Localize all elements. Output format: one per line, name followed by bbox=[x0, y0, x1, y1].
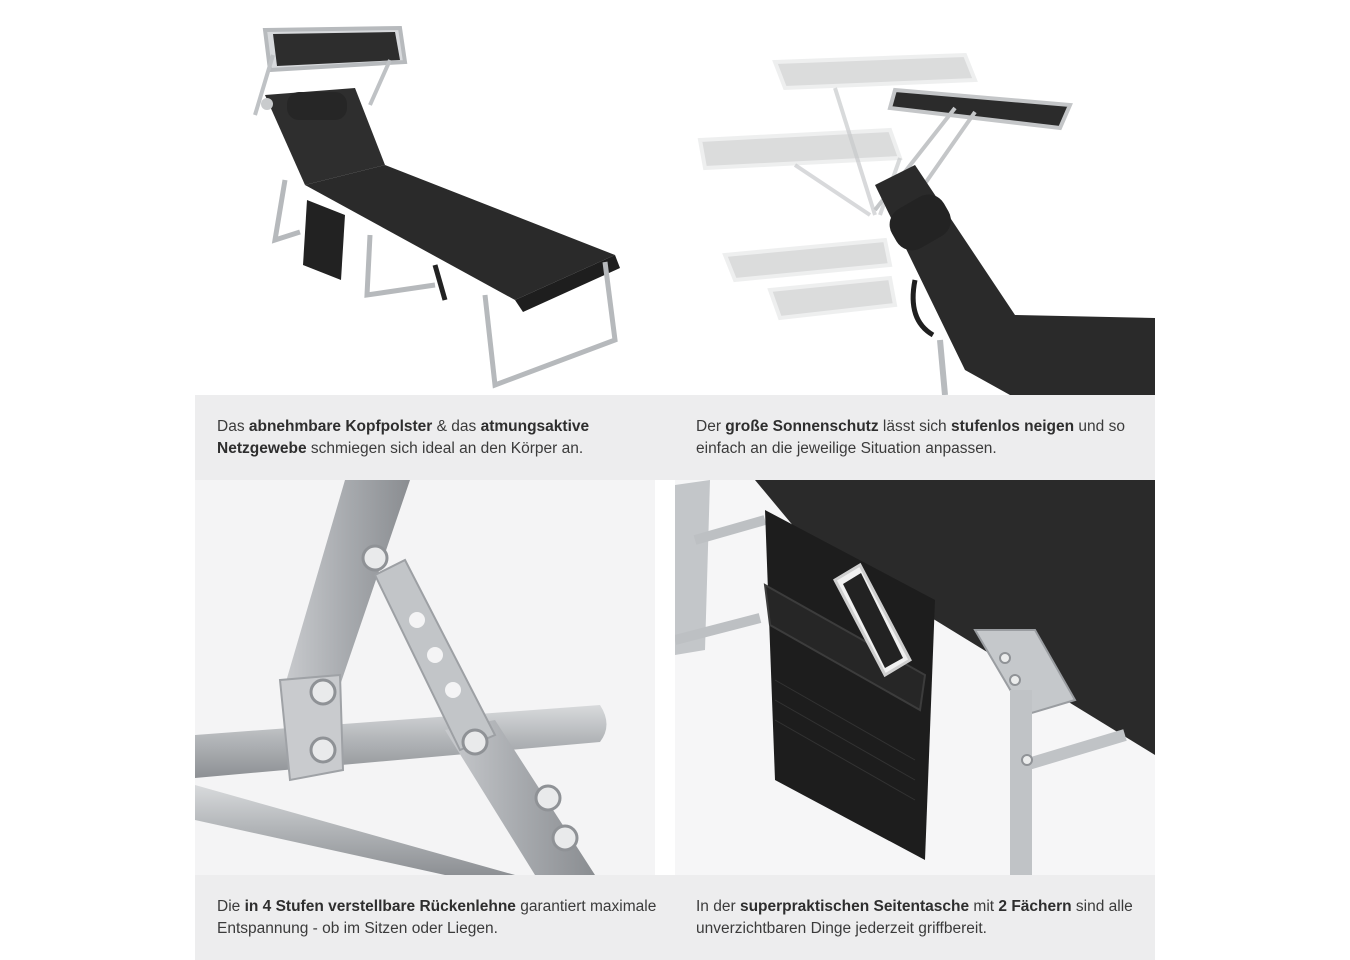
caption-text: In der bbox=[696, 898, 740, 915]
caption-text: lässt sich bbox=[878, 418, 951, 435]
caption-headrest: Das abnehmbare Kopfpolster & das atmungs… bbox=[195, 395, 675, 480]
caption-text: Das bbox=[217, 418, 249, 435]
caption-text: Die bbox=[217, 898, 245, 915]
caption-side-pocket-text: In der superpraktischen Seitentasche mit… bbox=[696, 896, 1141, 940]
caption-text: sind alle unverzichtbaren Dinge jederzei… bbox=[696, 898, 1133, 937]
caption-highlight: superpraktischen Seitentasche bbox=[739, 898, 970, 915]
sunshade-illustration bbox=[697, 52, 1155, 395]
caption-highlight: in 4 Stufen verstellbare Rückenlehne bbox=[244, 898, 516, 915]
caption-text: mit bbox=[969, 898, 999, 915]
caption-highlight: atmungsaktive Netzgewebe bbox=[217, 418, 590, 457]
caption-highlight: stufenlos neigen bbox=[950, 418, 1075, 435]
photo-side-pocket bbox=[675, 480, 1155, 875]
pocket-illustration bbox=[675, 480, 1155, 875]
hinge-illustration bbox=[195, 480, 607, 875]
caption-highlight: große Sonnenschutz bbox=[725, 418, 879, 435]
caption-highlight: abnehmbare Kopfpolster bbox=[248, 418, 433, 435]
caption-sunshade: Der große Sonnenschutz lässt sich stufen… bbox=[675, 395, 1155, 480]
caption-side-pocket: In der superpraktischen Seitentasche mit… bbox=[675, 875, 1155, 960]
caption-backrest: Die in 4 Stufen verstellbare Rückenlehne… bbox=[195, 875, 675, 960]
caption-highlight: 2 Fächern bbox=[998, 898, 1072, 915]
photo-lounger-overview bbox=[195, 0, 655, 395]
caption-text: schmiegen sich ideal an den Körper an. bbox=[306, 440, 584, 457]
caption-text: garantiert maximale Entspannung - ob im … bbox=[217, 898, 657, 937]
caption-text: Der bbox=[696, 418, 726, 435]
photo-sunshade-angles bbox=[675, 0, 1155, 395]
caption-text: und so einfach an die jeweilige Situatio… bbox=[696, 418, 1125, 457]
caption-text: & das bbox=[432, 418, 481, 435]
caption-backrest-text: Die in 4 Stufen verstellbare Rückenlehne… bbox=[217, 896, 661, 940]
caption-headrest-text: Das abnehmbare Kopfpolster & das atmungs… bbox=[217, 416, 661, 460]
caption-sunshade-text: Der große Sonnenschutz lässt sich stufen… bbox=[696, 416, 1141, 460]
photo-backrest-hinge bbox=[195, 480, 655, 875]
lounger-illustration bbox=[253, 25, 620, 389]
